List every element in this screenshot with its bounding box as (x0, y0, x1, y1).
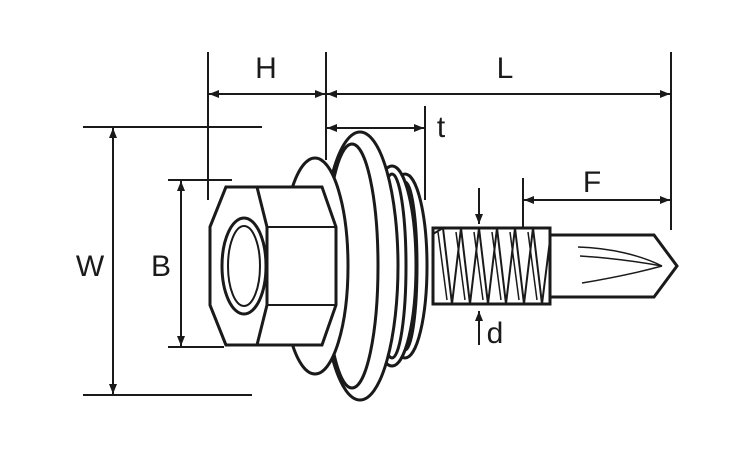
label-h: H (255, 52, 277, 85)
label-w: W (76, 250, 105, 283)
label-f: F (583, 166, 601, 199)
hex-face (208, 185, 269, 347)
screw-drawing (208, 130, 679, 402)
label-d: d (487, 317, 504, 350)
drill-flute (577, 246, 663, 267)
extension-lines (83, 52, 672, 396)
label-l: L (497, 52, 514, 85)
dimension-lines (109, 90, 670, 394)
label-t: t (437, 111, 446, 144)
dimension-labels: H L t F W B d (76, 52, 601, 350)
thread-lines (432, 226, 551, 305)
hex-head-recess (220, 216, 268, 316)
label-b: B (151, 250, 171, 283)
